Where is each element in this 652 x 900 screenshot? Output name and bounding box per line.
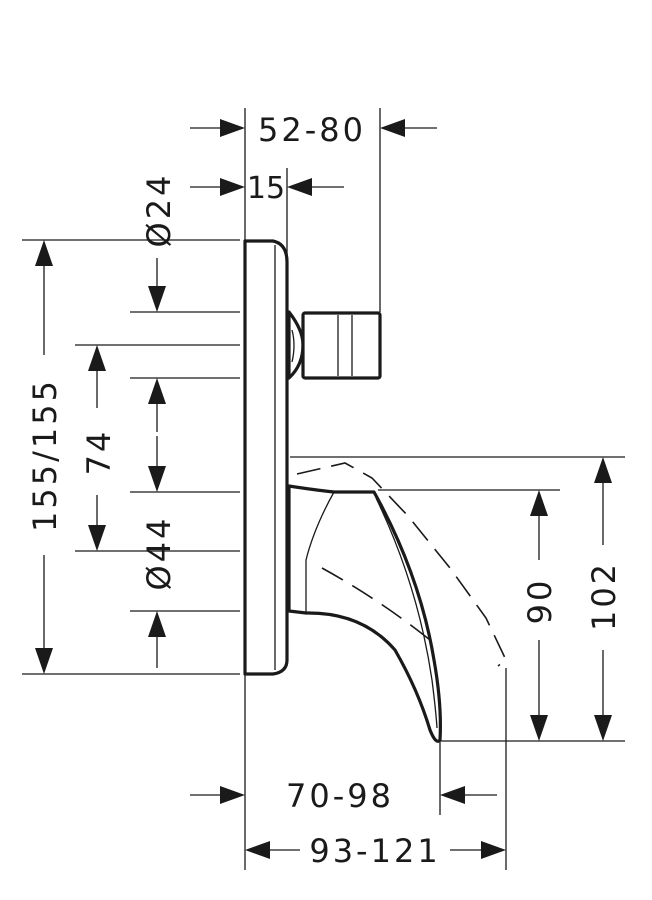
mixer-body xyxy=(243,239,508,743)
dim-spout-diameter: Ø44 xyxy=(140,516,178,591)
dim-right-outer: 102 xyxy=(585,561,623,631)
dimension-arrows xyxy=(35,119,612,859)
dim-total-height: 155/155 xyxy=(26,378,64,532)
dim-top-plate: 15 xyxy=(247,171,285,206)
diverter-knob xyxy=(287,310,382,380)
dim-offset: 74 xyxy=(80,429,118,476)
dim-bottom-inner: 70-98 xyxy=(286,777,394,815)
cover-plate xyxy=(243,239,289,676)
dim-diverter-diameter: Ø24 xyxy=(140,173,178,248)
dim-top-overall: 52-80 xyxy=(258,111,366,149)
dim-right-inner: 90 xyxy=(521,578,559,625)
lever-alt-position xyxy=(296,462,508,667)
dim-bottom-outer: 93-121 xyxy=(309,832,440,870)
extension-lines xyxy=(22,108,625,870)
dimension-labels: 52-80 15 Ø24 155/155 74 Ø44 90 102 70-98… xyxy=(26,111,623,870)
lever-handle xyxy=(287,484,442,743)
